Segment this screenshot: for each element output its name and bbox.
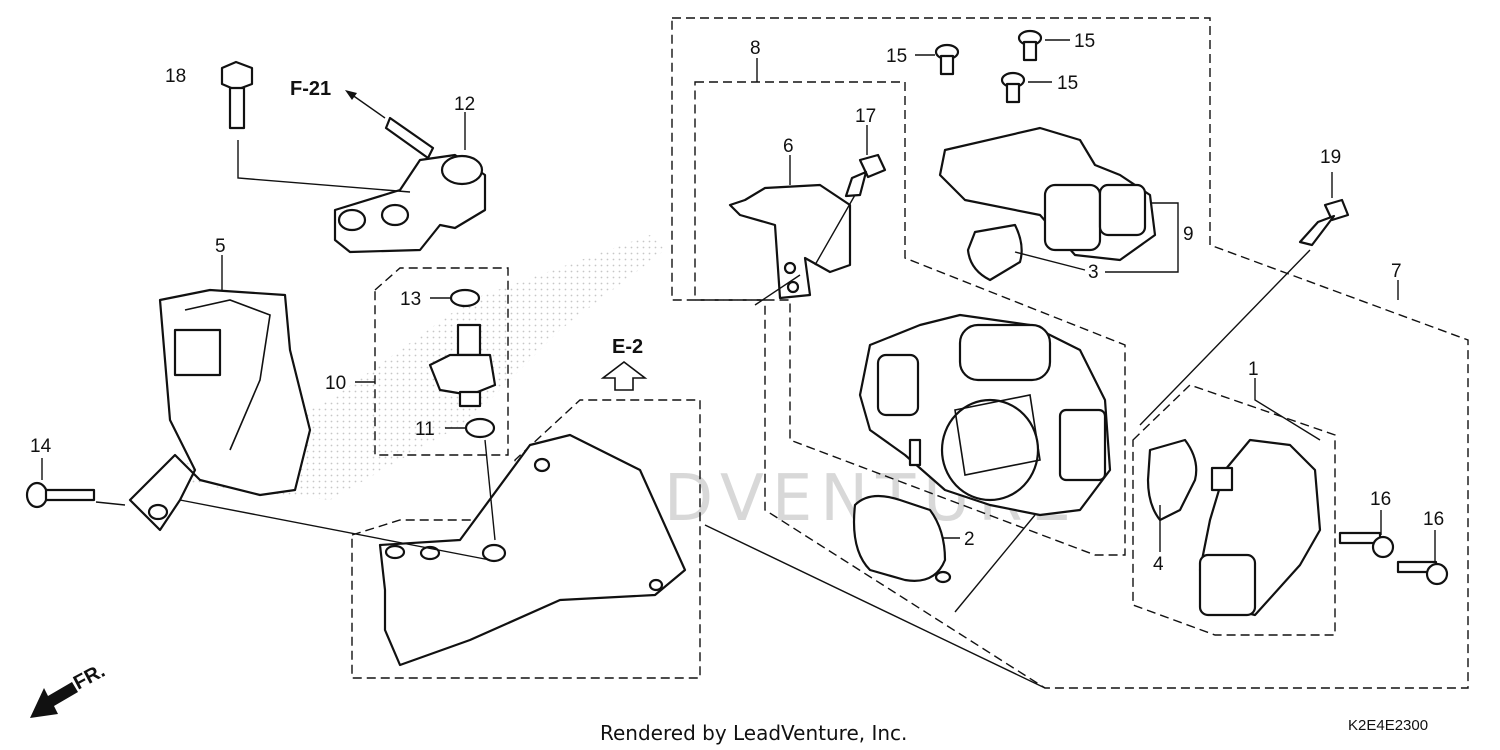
part-15-screw-a	[934, 43, 960, 76]
leader-18	[237, 140, 411, 193]
callout-17: 17	[855, 106, 876, 127]
part-19-bolt	[1298, 198, 1350, 247]
part-10-injector	[428, 323, 497, 408]
callout-6: 6	[783, 136, 794, 157]
throttle-body	[858, 313, 1112, 517]
part-13-ring	[449, 288, 481, 308]
footer-credit: Rendered by LeadVenture, Inc.	[600, 721, 907, 745]
callout-15c: 15	[1057, 73, 1078, 94]
housing-e2	[378, 433, 687, 667]
leader-1	[1254, 378, 1321, 441]
callout-11: 11	[415, 419, 435, 440]
part-17-bolt	[844, 153, 887, 198]
part-11-seal	[464, 417, 496, 439]
callout-16b: 16	[1423, 509, 1444, 530]
callout-12: 12	[454, 94, 475, 115]
callout-16a: 16	[1370, 489, 1391, 510]
callout-7: 7	[1391, 261, 1402, 282]
part-4-gasket	[1146, 438, 1198, 522]
part-18-bolt	[220, 60, 254, 130]
front-arrow-icon	[30, 682, 78, 718]
part-1-sensor	[1198, 438, 1322, 617]
callout-14: 14	[30, 436, 52, 457]
leader-3	[1014, 251, 1086, 271]
leader-19	[1139, 172, 1333, 426]
callout-9: 9	[1183, 224, 1194, 245]
e2-arrow-icon	[600, 360, 648, 391]
callout-2: 2	[964, 529, 975, 550]
leader-14	[41, 458, 126, 506]
ref-e2: E-2	[612, 336, 643, 358]
leader-e2	[179, 439, 496, 561]
part-12-holder	[333, 116, 487, 254]
callout-5: 5	[215, 236, 226, 257]
callout-8: 8	[750, 38, 761, 59]
ref-f21: F-21	[290, 78, 331, 100]
part-6-bracket	[728, 183, 852, 300]
f21-arrowhead	[345, 90, 357, 100]
part-15-screw-b	[1017, 29, 1043, 62]
part-5-cover	[128, 288, 312, 532]
callout-15b: 15	[1074, 31, 1095, 52]
callout-1: 1	[1248, 359, 1259, 380]
leader-6b	[754, 274, 801, 306]
part-3-gasket	[966, 223, 1023, 282]
part-15-screw-c	[1000, 71, 1026, 104]
callout-3: 3	[1088, 262, 1099, 283]
part-14-bolt	[25, 481, 96, 509]
callout-13: 13	[400, 289, 421, 310]
callout-4: 4	[1153, 554, 1164, 575]
leader-2b	[954, 514, 1036, 613]
callout-10: 10	[325, 373, 346, 394]
diagram-code: K2E4E2300	[1348, 717, 1428, 734]
leader-9	[1105, 202, 1179, 273]
leader-17	[814, 125, 868, 266]
group-box-e2	[351, 399, 701, 679]
part-2-gasket	[852, 494, 952, 584]
callout-15a: 15	[886, 46, 907, 67]
callout-18: 18	[165, 66, 186, 87]
part-16-bolt-b	[1396, 560, 1449, 586]
group-box-8	[694, 81, 1126, 556]
part-16-bolt-a	[1338, 531, 1395, 559]
part-9-motor	[938, 126, 1157, 262]
callout-19: 19	[1320, 147, 1341, 168]
leader-5b	[704, 524, 1046, 689]
